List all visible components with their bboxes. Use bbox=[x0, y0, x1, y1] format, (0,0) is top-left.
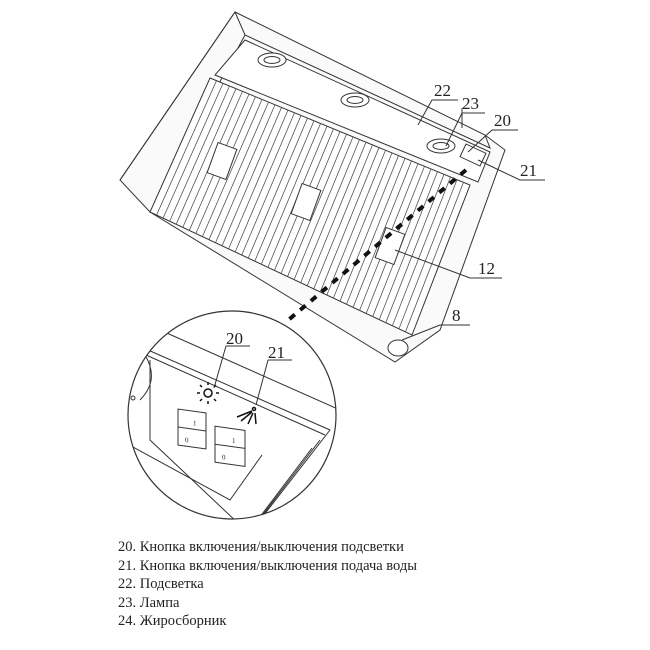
filter-slats bbox=[156, 80, 464, 333]
lamp-inner bbox=[263, 56, 281, 64]
filter-slat bbox=[234, 112, 295, 253]
lamp bbox=[426, 138, 456, 154]
detail-view: 1 0 1 0 bbox=[128, 311, 336, 519]
filter-handle bbox=[206, 141, 238, 181]
leader-23 bbox=[445, 108, 485, 147]
filter-slat bbox=[215, 104, 276, 243]
legend-item: 24. Жиросборник bbox=[118, 613, 227, 629]
filter-slat bbox=[156, 80, 217, 216]
lamp-inner bbox=[432, 142, 450, 150]
callout-12: 12 bbox=[478, 259, 495, 278]
filter-slat bbox=[228, 109, 289, 250]
legend-item: 21. Кнопка включения/выключения подача в… bbox=[118, 557, 417, 574]
filter-slat bbox=[241, 115, 302, 256]
callout-22: 22 bbox=[434, 81, 451, 100]
filter-handle bbox=[290, 182, 322, 222]
filter-slat bbox=[326, 150, 386, 296]
leader-detail-21 bbox=[255, 359, 292, 406]
filter-slat bbox=[378, 171, 438, 320]
water-switch[interactable]: 1 0 bbox=[214, 425, 246, 468]
filter-slat bbox=[208, 101, 269, 240]
lamp bbox=[257, 52, 287, 68]
light-icon bbox=[197, 382, 219, 404]
callout-20: 20 bbox=[494, 111, 511, 130]
filter-slat bbox=[300, 139, 360, 283]
leader-12 bbox=[394, 249, 502, 279]
hood-top-panel bbox=[234, 11, 491, 149]
leader-20 bbox=[467, 129, 518, 153]
switch-on-label: 1 bbox=[232, 437, 236, 446]
filter-slat bbox=[339, 155, 399, 302]
lamp bbox=[340, 92, 370, 108]
leader-21 bbox=[477, 159, 545, 181]
filter-slat bbox=[162, 83, 224, 219]
legend-item: 20. Кнопка включения/выключения подсветк… bbox=[118, 539, 404, 555]
water-spray-icon bbox=[236, 406, 257, 425]
switch-off-label: 0 bbox=[222, 453, 226, 462]
callout-23: 23 bbox=[462, 94, 479, 113]
filter-slat bbox=[306, 142, 367, 286]
light-panel bbox=[214, 39, 491, 183]
filter-slat bbox=[175, 88, 237, 225]
switch-on-label: 1 bbox=[193, 419, 197, 428]
legend-item: 23. Лампа bbox=[118, 594, 180, 611]
parts-legend: 20. Кнопка включения/выключения подсветк… bbox=[118, 538, 417, 631]
filter-slat bbox=[313, 144, 373, 290]
legend-item: 22. Подсветка bbox=[118, 576, 204, 592]
filter-slat bbox=[405, 182, 464, 333]
drain-outlet bbox=[387, 339, 409, 357]
filter-slat bbox=[346, 158, 406, 305]
filter-slat bbox=[202, 99, 263, 237]
filter-slat bbox=[287, 134, 347, 277]
detail-projection-line bbox=[284, 168, 468, 324]
filter-slat bbox=[391, 176, 451, 326]
filter-slat bbox=[319, 147, 380, 293]
callout-21: 21 bbox=[520, 161, 537, 180]
detail-callout-21: 21 bbox=[268, 343, 285, 362]
switch-off-label: 0 bbox=[185, 436, 189, 445]
filter-slat bbox=[398, 179, 458, 329]
filter-slat bbox=[221, 107, 282, 246]
leader-8 bbox=[401, 324, 470, 341]
lamp-inner bbox=[346, 96, 364, 104]
filter-slat bbox=[293, 136, 354, 280]
filter-slat bbox=[260, 123, 321, 265]
detail-callout-20: 20 bbox=[226, 329, 243, 348]
filter-slat bbox=[254, 120, 315, 262]
light-switch[interactable]: 1 0 bbox=[177, 408, 207, 450]
filter-slat bbox=[169, 85, 230, 222]
detail-circle bbox=[127, 310, 337, 520]
filter-slat bbox=[352, 160, 412, 308]
filter-slat bbox=[247, 117, 308, 259]
callout-8: 8 bbox=[452, 306, 461, 325]
leader-22 bbox=[417, 99, 458, 126]
leader-detail-20 bbox=[213, 345, 250, 389]
